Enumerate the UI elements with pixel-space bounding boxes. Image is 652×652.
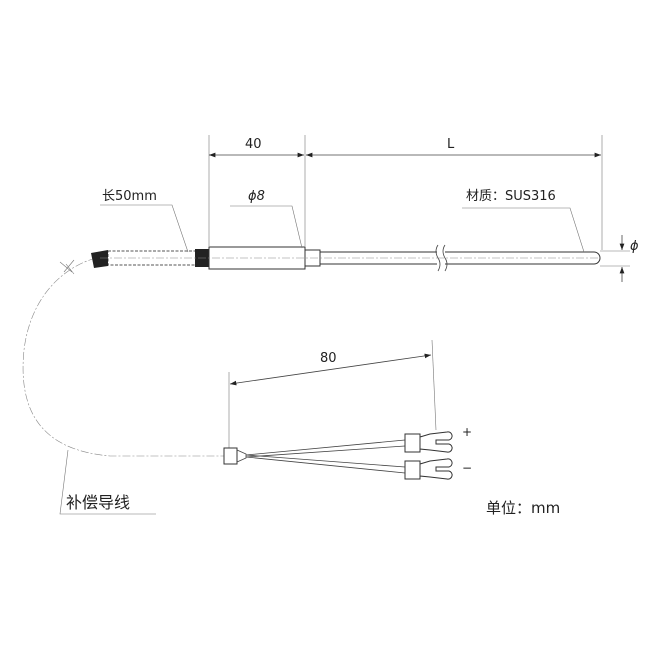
leader-body (230, 205, 303, 249)
dim-line-80 (229, 353, 432, 386)
dim-L-label: L (447, 137, 455, 152)
sleeve-end-band (91, 250, 108, 268)
dim-80-label: 80 (320, 351, 337, 366)
split-taper (236, 449, 247, 463)
negative-label: − (462, 461, 472, 475)
terminal-positive (404, 431, 453, 453)
leader-sleeve (100, 204, 189, 253)
positive-label: + (462, 425, 472, 439)
material-label: 材质：SUS316 (466, 189, 556, 204)
leader-material (462, 207, 585, 253)
compensation-wire-label: 补偿导线 (66, 493, 130, 512)
split-sleeve (223, 447, 238, 465)
compensation-cable (19, 254, 226, 460)
terminal-negative (404, 458, 453, 480)
unit-label: 单位：mm (486, 499, 560, 517)
leader-cable (59, 449, 156, 515)
body-diameter-label: ϕ8 (248, 189, 265, 204)
dim-tip-diameter-label: ϕ (630, 239, 639, 254)
sleeve-length-label: 长50mm (102, 189, 157, 204)
lead-wires (245, 439, 406, 474)
dim-40-label: 40 (245, 137, 262, 152)
extension-lines (208, 135, 630, 448)
flexible-sleeve (91, 249, 209, 268)
